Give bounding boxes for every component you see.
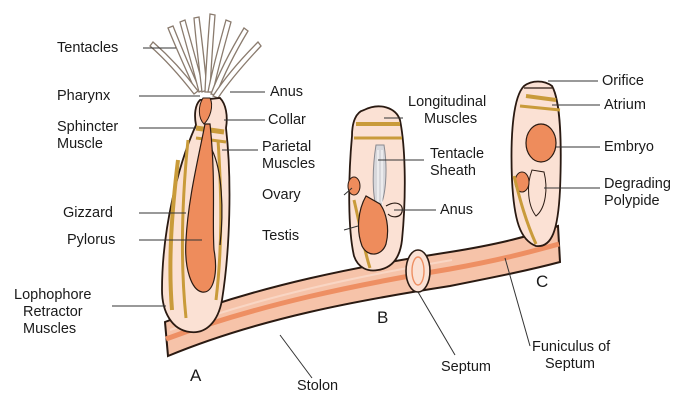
label-lophophore-line3: Muscles [23, 321, 76, 338]
label-tentacles: Tentacles [57, 40, 118, 57]
label-longitudinal-line1: Longitudinal [408, 94, 486, 111]
label-funiculus-line2: Septum [545, 356, 595, 373]
zooid-letter-b: B [377, 308, 388, 328]
tentacle-crown [150, 14, 261, 98]
label-orifice: Orifice [602, 73, 644, 90]
label-embryo: Embryo [604, 139, 654, 156]
label-lophophore-line1: Lophophore [14, 287, 91, 304]
label-stolon: Stolon [297, 378, 338, 395]
label-sphincter-muscle-line1: Sphincter [57, 119, 118, 136]
septum-ring [406, 250, 430, 292]
zooid-a [150, 14, 261, 332]
label-funiculus-line1: Funiculus of [532, 339, 610, 356]
label-degrading-line2: Polypide [604, 193, 660, 210]
zooid-letter-c: C [536, 272, 548, 292]
label-anus-a: Anus [270, 84, 303, 101]
label-sphincter-muscle-line2: Muscle [57, 136, 103, 153]
zooid-c [512, 82, 561, 247]
label-parietal-line2: Muscles [262, 156, 315, 173]
label-pylorus: Pylorus [67, 232, 115, 249]
label-lophophore-line2: Retractor [23, 304, 83, 321]
label-collar: Collar [268, 112, 306, 129]
zooid-b [348, 106, 405, 270]
label-tentacle-sheath-line1: Tentacle [430, 146, 484, 163]
label-anus-b: Anus [440, 202, 473, 219]
label-testis: Testis [262, 228, 299, 245]
label-tentacle-sheath-line2: Sheath [430, 163, 476, 180]
label-pharynx: Pharynx [57, 88, 110, 105]
label-atrium: Atrium [604, 97, 646, 114]
label-gizzard: Gizzard [63, 205, 113, 222]
label-parietal-line1: Parietal [262, 139, 311, 156]
label-degrading-line1: Degrading [604, 176, 671, 193]
label-septum: Septum [441, 359, 491, 376]
zooid-letter-a: A [190, 366, 201, 386]
label-ovary: Ovary [262, 187, 301, 204]
label-longitudinal-line2: Muscles [424, 111, 477, 128]
